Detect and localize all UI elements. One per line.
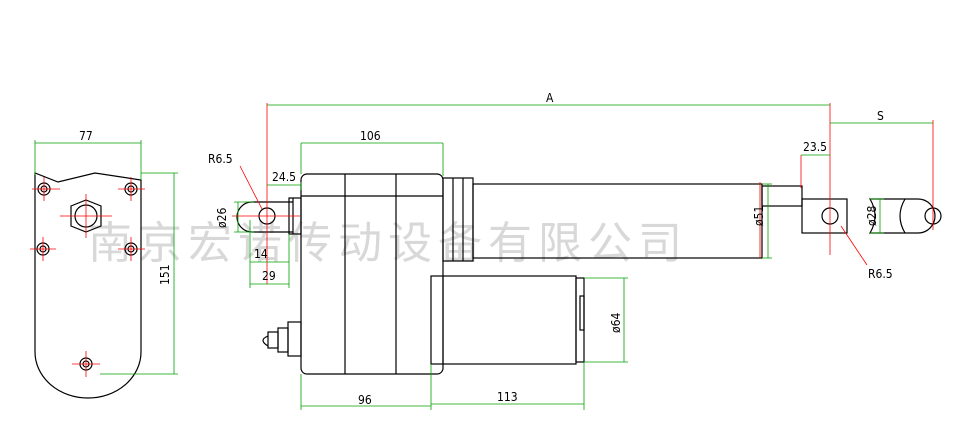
dim-phi64: ø64 [609,313,623,333]
actuator-body [236,173,942,375]
end-view-centerlines [30,177,145,377]
dim-14: 14 [254,247,268,261]
dim-96: 96 [358,393,372,407]
end-view-dims [34,140,178,375]
dim-a: A [546,91,554,105]
label-r65-left: R6.5 [208,152,233,166]
front-centerlines [232,103,934,284]
dim-151: 151 [158,264,172,285]
dim-77: 77 [79,129,93,143]
dim-113: 113 [497,390,518,404]
dim-29: 29 [262,269,276,283]
dim-phi51: ø51 [752,206,766,226]
dim-106: 106 [360,129,381,143]
front-dims [234,104,933,410]
dim-phi28: ø28 [865,206,879,226]
dim-s: S [877,109,884,123]
label-r65-right: R6.5 [868,267,893,281]
watermark-text: 南京宏诺传动设备有限公司 [88,218,688,269]
dim-23-5: 23.5 [803,140,827,154]
dim-24-5: 24.5 [272,170,296,184]
dim-phi26: ø26 [215,208,229,228]
